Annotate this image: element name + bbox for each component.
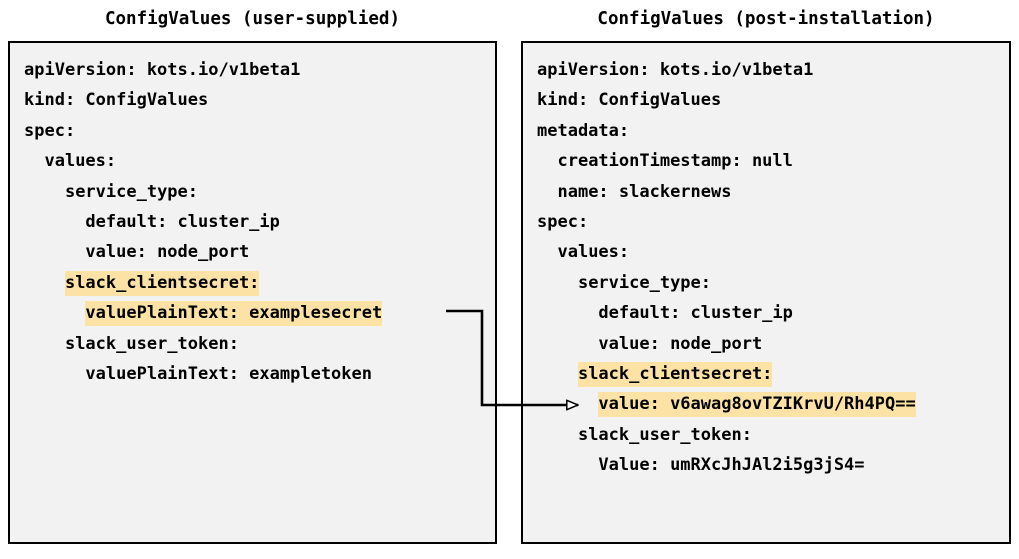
right_panel-code-line: Value: umRXcJhJAl2i5g3jS4=	[537, 450, 1003, 480]
left_panel-code-line: valuePlainText: examplesecret	[24, 298, 489, 328]
right_panel-line-indent	[537, 303, 598, 323]
right_panel-line-indent	[537, 425, 578, 445]
left_panel-code-line: apiVersion: kots.io/v1beta1	[24, 55, 489, 85]
left_panel-line-text: slack_clientsecret:	[64, 270, 260, 296]
left_panel-line-text: slack_user_token:	[64, 333, 239, 354]
right_panel-code-line: creationTimestamp: null	[537, 146, 1003, 176]
left_panel-line-indent	[24, 182, 65, 202]
left_panel-line-indent	[24, 303, 85, 323]
right_panel-line-indent	[537, 151, 557, 171]
left_panel-code-line: kind: ConfigValues	[24, 85, 489, 115]
left_panel-line-text: spec:	[24, 120, 76, 141]
left_panel-code-line: spec:	[24, 116, 489, 146]
right_panel-line-text: value: v6awag8ovTZIKrvU/Rh4PQ==	[598, 392, 916, 418]
left_panel-line-indent	[24, 273, 65, 293]
right_panel-line-indent	[537, 182, 557, 202]
left_panel-code-line: value: node_port	[24, 237, 489, 267]
right_panel-line-text: kind: ConfigValues	[537, 90, 722, 111]
right_panel-code-line: default: cluster_ip	[537, 298, 1003, 328]
right_panel-code-line: value: node_port	[537, 329, 1003, 359]
right_panel-line-text: value: node_port	[598, 333, 763, 354]
right-panel-code-block: apiVersion: kots.io/v1beta1 kind: ConfigV…	[537, 55, 1003, 480]
right_panel-line-text: default: cluster_ip	[598, 303, 793, 324]
left-panel-title: ConfigValues (user-supplied)	[104, 9, 400, 29]
right_panel-line-indent	[537, 273, 578, 293]
right_panel-code-line: slack_clientsecret:	[537, 359, 1003, 389]
right_panel-line-text: name: slackernews	[557, 181, 732, 202]
right_panel-line-indent	[537, 455, 598, 475]
right_panel-code-line: slack_user_token:	[537, 420, 1003, 450]
right_panel-code-line: values:	[537, 237, 1003, 267]
left-panel-configvalues-user-supplied: apiVersion: kots.io/v1beta1 kind: ConfigV…	[8, 41, 497, 544]
left-panel-code-block: apiVersion: kots.io/v1beta1 kind: ConfigV…	[24, 55, 489, 389]
right_panel-code-line: kind: ConfigValues	[537, 85, 1003, 115]
right_panel-line-text: Value: umRXcJhJAl2i5g3jS4=	[598, 455, 865, 476]
left_panel-line-indent	[24, 334, 65, 354]
right-panel-configvalues-post-installation: apiVersion: kots.io/v1beta1 kind: ConfigV…	[521, 41, 1011, 544]
left_panel-line-text: apiVersion: kots.io/v1beta1	[24, 60, 301, 80]
right_panel-code-line: metadata:	[537, 116, 1003, 146]
right_panel-line-indent	[537, 394, 598, 414]
right_panel-line-indent	[537, 242, 557, 262]
right_panel-code-line: name: slackernews	[537, 177, 1003, 207]
right_panel-code-line: service_type:	[537, 268, 1003, 298]
left_panel-line-indent	[24, 242, 85, 262]
right_panel-line-indent	[537, 364, 578, 384]
right_panel-line-text: apiVersion: kots.io/v1beta1	[537, 60, 814, 80]
right_panel-code-line: spec:	[537, 207, 1003, 237]
right_panel-line-text: metadata:	[537, 120, 630, 141]
left_panel-code-line: slack_clientsecret:	[24, 268, 489, 298]
right_panel-line-text: values:	[557, 242, 630, 263]
right_panel-line-text: slack_clientsecret:	[577, 361, 773, 387]
left_panel-line-indent	[24, 212, 85, 232]
left_panel-code-line: default: cluster_ip	[24, 207, 489, 237]
left_panel-line-text: default: cluster_ip	[85, 211, 280, 232]
left_panel-code-line: values:	[24, 146, 489, 176]
left_panel-line-text: valuePlainText: exampletoken	[85, 363, 372, 384]
right_panel-line-text: spec:	[537, 211, 589, 232]
right_panel-line-indent	[537, 334, 598, 354]
right_panel-line-text: service_type:	[577, 272, 712, 293]
left_panel-code-line: slack_user_token:	[24, 329, 489, 359]
right-panel-title: ConfigValues (post-installation)	[597, 9, 935, 29]
right_panel-line-text: slack_user_token:	[577, 424, 752, 445]
left_panel-line-text: value: node_port	[85, 242, 250, 263]
left_panel-line-text: kind: ConfigValues	[24, 90, 209, 111]
left_panel-line-text: values:	[44, 151, 117, 172]
left_panel-code-line: valuePlainText: exampletoken	[24, 359, 489, 389]
right_panel-code-line: apiVersion: kots.io/v1beta1	[537, 55, 1003, 85]
right_panel-code-line: value: v6awag8ovTZIKrvU/Rh4PQ==	[537, 389, 1003, 419]
left_panel-code-line: service_type:	[24, 177, 489, 207]
left_panel-line-indent	[24, 151, 44, 171]
left_panel-line-text: valuePlainText: examplesecret	[85, 301, 383, 327]
left_panel-line-text: service_type:	[64, 181, 199, 202]
left_panel-line-indent	[24, 364, 85, 384]
right_panel-line-text: creationTimestamp: null	[557, 151, 793, 172]
